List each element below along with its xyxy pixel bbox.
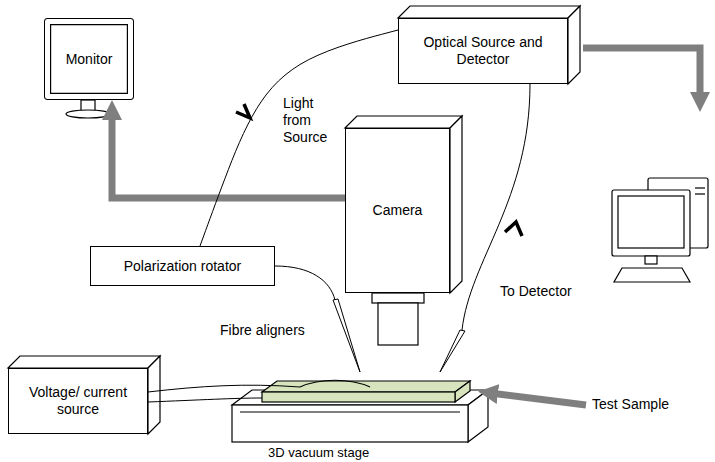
electrical-wire <box>148 385 300 392</box>
box-depth-face <box>398 6 580 18</box>
computer-icon <box>612 178 708 282</box>
vacuum-stage <box>232 390 488 442</box>
fibre-label: Light from Source <box>283 95 335 145</box>
monitor-stand <box>81 100 95 111</box>
camera-body: Camera <box>345 128 450 293</box>
data-arrow <box>583 48 700 100</box>
process-box: Polarization rotator <box>90 246 275 286</box>
fibre-aligner <box>333 299 360 372</box>
part-label: 3D vacuum stage <box>268 445 369 461</box>
node-text: Polarization rotator <box>124 258 242 275</box>
node-text: Optical Source and Detector <box>416 34 551 68</box>
instrument-box: Optical Source and Detector <box>398 18 568 84</box>
node-text: Monitor <box>66 51 113 68</box>
fibre-label: To Detector <box>500 283 572 300</box>
electrical-wire <box>148 398 262 402</box>
box-depth-face <box>568 6 580 84</box>
direction-chevron <box>505 222 522 236</box>
direction-chevron <box>236 104 250 118</box>
optical-fibre <box>275 266 335 300</box>
box-depth-face <box>8 356 160 368</box>
camera-lens <box>372 293 424 345</box>
box-depth-face <box>345 116 462 128</box>
node-text: Voltage/ current source <box>28 384 128 418</box>
instrument-box: Voltage/ current source <box>8 368 148 434</box>
monitor-base <box>66 110 110 118</box>
box-depth-face <box>450 116 462 293</box>
node-text: Camera <box>373 202 423 219</box>
fibre-aligner <box>440 330 465 372</box>
part-label: Fibre aligners <box>220 322 305 339</box>
part-label: Test Sample <box>592 396 669 413</box>
monitor-screen: Monitor <box>44 18 134 100</box>
test-sample <box>262 380 470 402</box>
box-depth-face <box>148 356 160 434</box>
pointer-arrow <box>490 393 586 405</box>
